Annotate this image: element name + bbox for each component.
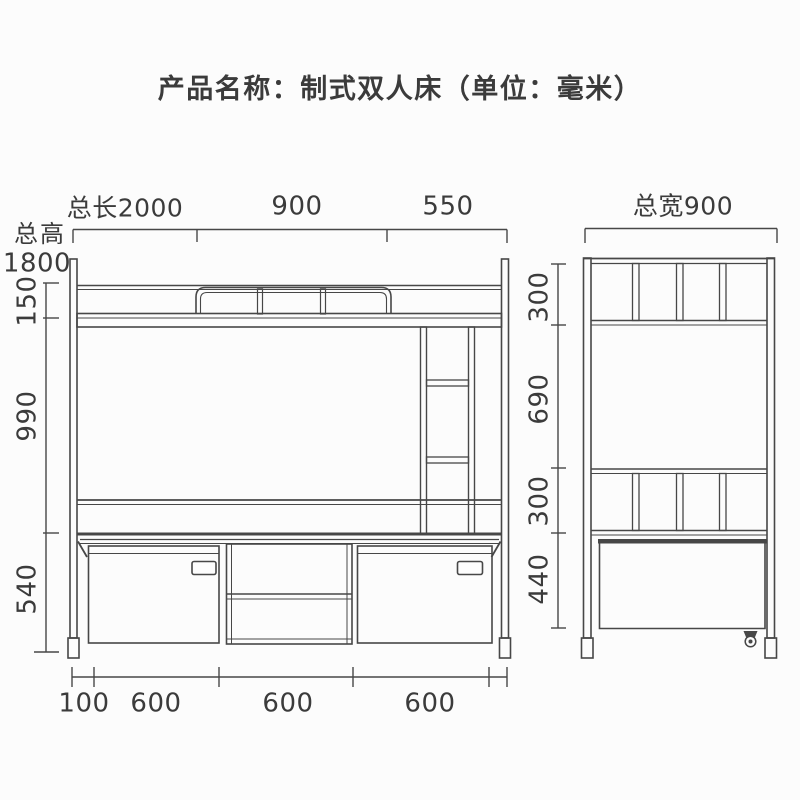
front-top-dimension-line [72,228,508,243]
upper-headboard [583,257,775,326]
right-cabinet-handle [456,560,484,576]
dim-300-lower: 300 [524,475,555,527]
right-cabinet [356,545,493,644]
dim-550: 550 [422,191,474,222]
front-bottom-dimension-line [71,667,508,687]
dim-total-length: 总长2000 [66,193,184,223]
dim-600-b: 600 [262,688,314,719]
top-bunk-deck [76,312,503,328]
dim-300-upper: 300 [524,271,555,323]
side-top-dimension-line [584,227,778,243]
dim-440: 440 [524,553,555,605]
front-right-foot [498,637,512,659]
side-right-foot [764,637,778,659]
middle-drawers [225,543,353,645]
left-cabinet [87,545,220,644]
dim-100: 100 [58,688,110,719]
front-left-post [69,258,78,639]
ladder-rung [425,456,470,464]
page-title: 产品名称：制式双人床（单位：毫米） [157,74,643,106]
side-left-post [582,257,592,639]
ladder [419,326,476,536]
ladder-rung [425,379,470,387]
front-left-foot [67,637,80,659]
dim-990: 990 [12,390,43,442]
left-cabinet-handle [191,560,217,576]
side-left-foot [580,637,594,659]
front-height-dimension-line [34,282,59,653]
dim-600-a: 600 [130,688,182,719]
dim-total-width: 总宽900 [632,191,734,221]
dim-total-height-label: 总高 [14,219,66,248]
dim-600-c: 600 [404,688,456,719]
guard-rail [195,286,392,315]
dim-150: 150 [12,275,43,327]
dimension-lines [34,227,778,687]
right-corner-brace [490,541,502,558]
left-corner-brace [77,541,88,558]
side-drawer [598,539,767,648]
dim-690: 690 [524,373,555,425]
side-right-post [766,257,776,639]
lower-headboard [591,468,767,536]
lower-bunk-deck [77,499,502,558]
dim-900: 900 [271,191,323,222]
dim-total-height-value: 1800 [2,248,72,279]
side-height-dimension-line [551,263,566,629]
dim-540: 540 [12,563,43,615]
front-right-post [500,258,510,639]
side-view-drawing [580,257,778,659]
front-view-drawing [67,258,512,659]
